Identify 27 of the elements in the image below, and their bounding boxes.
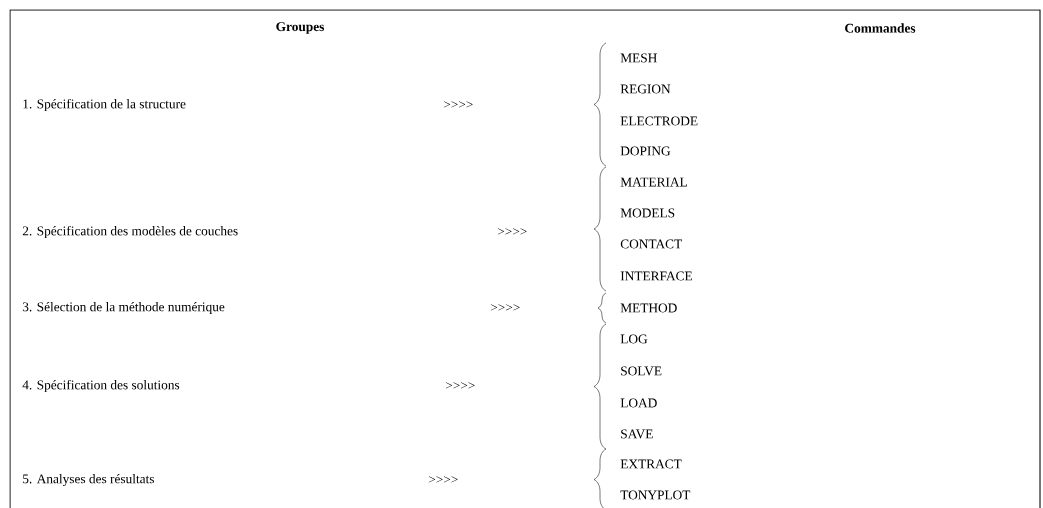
command-name: METHOD — [620, 303, 677, 313]
column-header: Commandes — [845, 23, 916, 33]
arrow-marks: >>>> — [428, 476, 458, 483]
command-name: CONTACT — [620, 239, 682, 249]
command-name: INTERFACE — [620, 271, 692, 281]
command-name: ELECTRODE — [620, 116, 698, 126]
group-label: 5. Analyses des résultats — [23, 473, 154, 487]
command-name: MESH — [620, 53, 657, 63]
command-name: DOPING — [620, 146, 671, 156]
command-name: TONYPLOT — [620, 490, 691, 500]
group-label: 1. Spécification de la structure — [23, 98, 186, 112]
command-name: MODELS — [620, 208, 675, 218]
command-name: SAVE — [621, 429, 653, 439]
group-label: 4. Spécification des solutions — [22, 379, 180, 393]
arrow-marks: >>>> — [497, 228, 527, 235]
command-name: EXTRACT — [620, 459, 682, 469]
column-header: Groupes — [276, 22, 324, 34]
command-name: LOG — [620, 334, 648, 344]
group-label: 2. Spécification des modèles de couches — [22, 225, 238, 239]
arrow-marks: >>>> — [443, 101, 473, 108]
command-name: SOLVE — [621, 366, 662, 376]
arrow-marks: >>>> — [445, 382, 475, 389]
group-label: 3. Sélection de la méthode numérique — [22, 301, 225, 315]
arrow-marks: >>>> — [490, 304, 520, 311]
command-name: LOAD — [620, 398, 657, 408]
command-name: REGION — [620, 84, 671, 94]
command-name: MATERIAL — [620, 177, 687, 187]
